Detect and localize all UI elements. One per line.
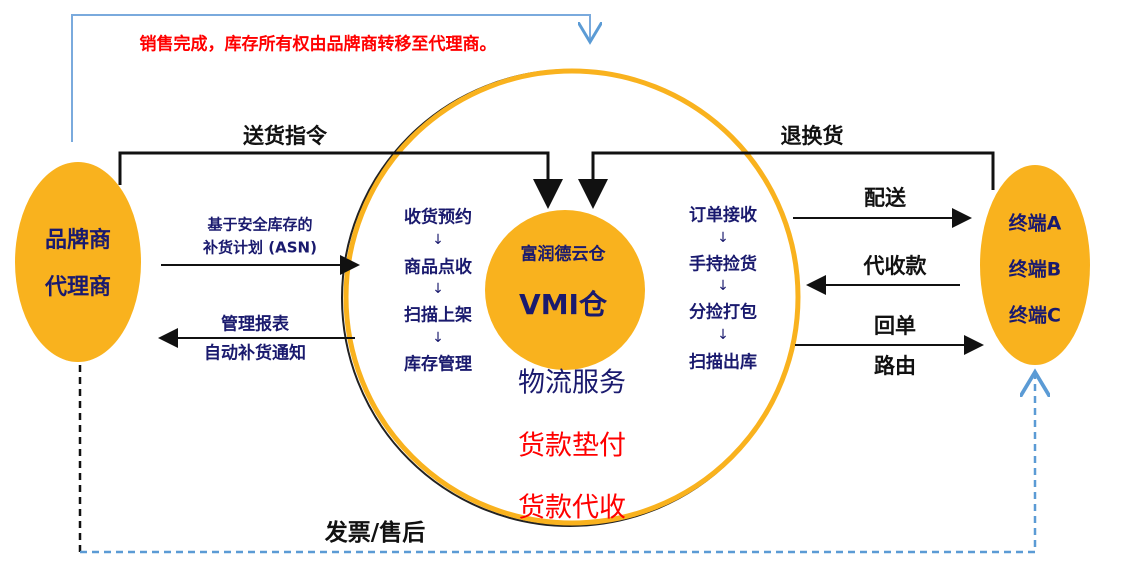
service-payment-advance: 货款垫付 — [518, 430, 626, 462]
terminal-a: 终端A — [1008, 212, 1062, 235]
outbound-step: 订单接收 — [689, 205, 757, 226]
agent-label: 代理商 — [44, 275, 112, 300]
step-arrow-icon: ↓ — [432, 232, 444, 248]
route-label: 路由 — [874, 354, 916, 378]
inbound-step: 商品点收 — [404, 257, 472, 278]
terminal-c: 终端C — [1009, 304, 1061, 327]
terminal-node — [980, 165, 1090, 365]
vmi-core-circle — [485, 210, 645, 370]
vmi-label: VMI仓 — [519, 288, 607, 321]
inbound-step: 扫描上架 — [404, 305, 472, 326]
replenish-label-1: 基于安全库存的 — [207, 215, 313, 234]
delivery-instruction-arrow — [118, 151, 563, 209]
collect-label: 代收款 — [863, 254, 927, 278]
returns-label: 退换货 — [780, 124, 844, 148]
ownership-transfer-line — [71, 14, 590, 142]
inbound-step: 收货预约 — [404, 207, 472, 228]
ship-label: 配送 — [864, 186, 906, 210]
report-label-1: 管理报表 — [221, 314, 289, 335]
step-arrow-icon: ↓ — [717, 327, 729, 343]
outbound-step: 分捡打包 — [689, 302, 757, 323]
outbound-step: 手持捡货 — [689, 254, 757, 275]
report-label-2: 自动补货通知 — [204, 343, 306, 364]
invoice-label: 发票/售后 — [324, 520, 426, 546]
returns-arrow — [578, 151, 995, 209]
receipt-label: 回单 — [874, 314, 916, 338]
invoice-dashed-line — [80, 372, 1035, 554]
step-arrow-icon: ↓ — [432, 281, 444, 297]
inbound-step: 库存管理 — [404, 354, 472, 375]
brand-agent-node — [15, 162, 141, 362]
replenish-label-2: 补货计划 (ASN) — [203, 238, 317, 257]
step-arrow-icon: ↓ — [432, 330, 444, 346]
terminal-b: 终端B — [1008, 258, 1062, 281]
brand-label: 品牌商 — [44, 228, 112, 253]
service-payment-collection: 货款代收 — [518, 492, 626, 524]
step-arrow-icon: ↓ — [717, 278, 729, 294]
service-logistics: 物流服务 — [518, 367, 626, 399]
ownership-note: 销售完成，库存所有权由品牌商转移至代理商。 — [139, 34, 497, 55]
outbound-step: 扫描出库 — [689, 352, 757, 373]
delivery-instruction-label: 送货指令 — [243, 124, 327, 148]
warehouse-name: 富润德云仓 — [520, 244, 606, 265]
step-arrow-icon: ↓ — [717, 230, 729, 246]
